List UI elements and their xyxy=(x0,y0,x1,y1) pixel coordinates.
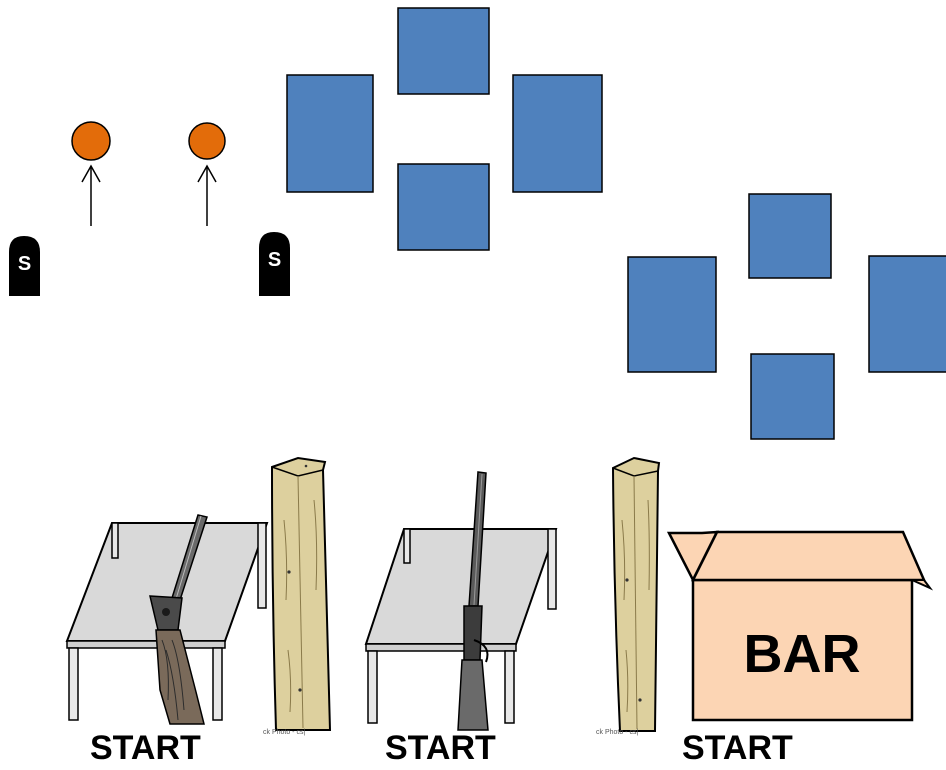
box-icon: BAR xyxy=(666,530,934,722)
steel-target-icon xyxy=(397,163,490,251)
wood-post-icon xyxy=(270,456,332,731)
up-arrow-icon xyxy=(197,164,217,226)
wood-post-icon xyxy=(611,456,661,732)
steel-target-icon xyxy=(512,74,603,193)
marker-letter-2: S xyxy=(268,249,281,271)
steel-target-icon xyxy=(750,353,835,440)
start-label-1: START xyxy=(90,729,201,767)
steel-target-icon xyxy=(627,256,717,373)
bar-label: BAR xyxy=(744,624,861,684)
up-arrow-icon xyxy=(81,164,101,226)
popper-target-2 xyxy=(188,122,226,226)
table-icon xyxy=(65,522,269,721)
popper-target-icon xyxy=(188,122,226,160)
table-icon xyxy=(364,528,558,724)
steel-target-group-2 xyxy=(627,193,946,440)
popper-target-icon xyxy=(71,121,111,161)
steel-target-icon xyxy=(868,255,946,373)
photo-credit-1: ck Photo - cs| xyxy=(263,729,306,736)
rifle-icon xyxy=(457,471,489,731)
steel-target-group-1 xyxy=(286,7,603,251)
steel-target-icon xyxy=(286,74,374,193)
marker-letter-1: S xyxy=(18,253,31,275)
popper-target-1 xyxy=(71,121,111,226)
start-label-3: START xyxy=(682,729,793,767)
shotgun-icon xyxy=(149,514,208,725)
shooter-marker-icon: S xyxy=(259,232,290,296)
start-label-2: START xyxy=(385,729,496,767)
steel-target-icon xyxy=(748,193,832,279)
photo-credit-2: ck Photo - cs| xyxy=(596,729,639,736)
shooter-marker-icon: S xyxy=(9,236,40,296)
steel-target-icon xyxy=(397,7,490,95)
